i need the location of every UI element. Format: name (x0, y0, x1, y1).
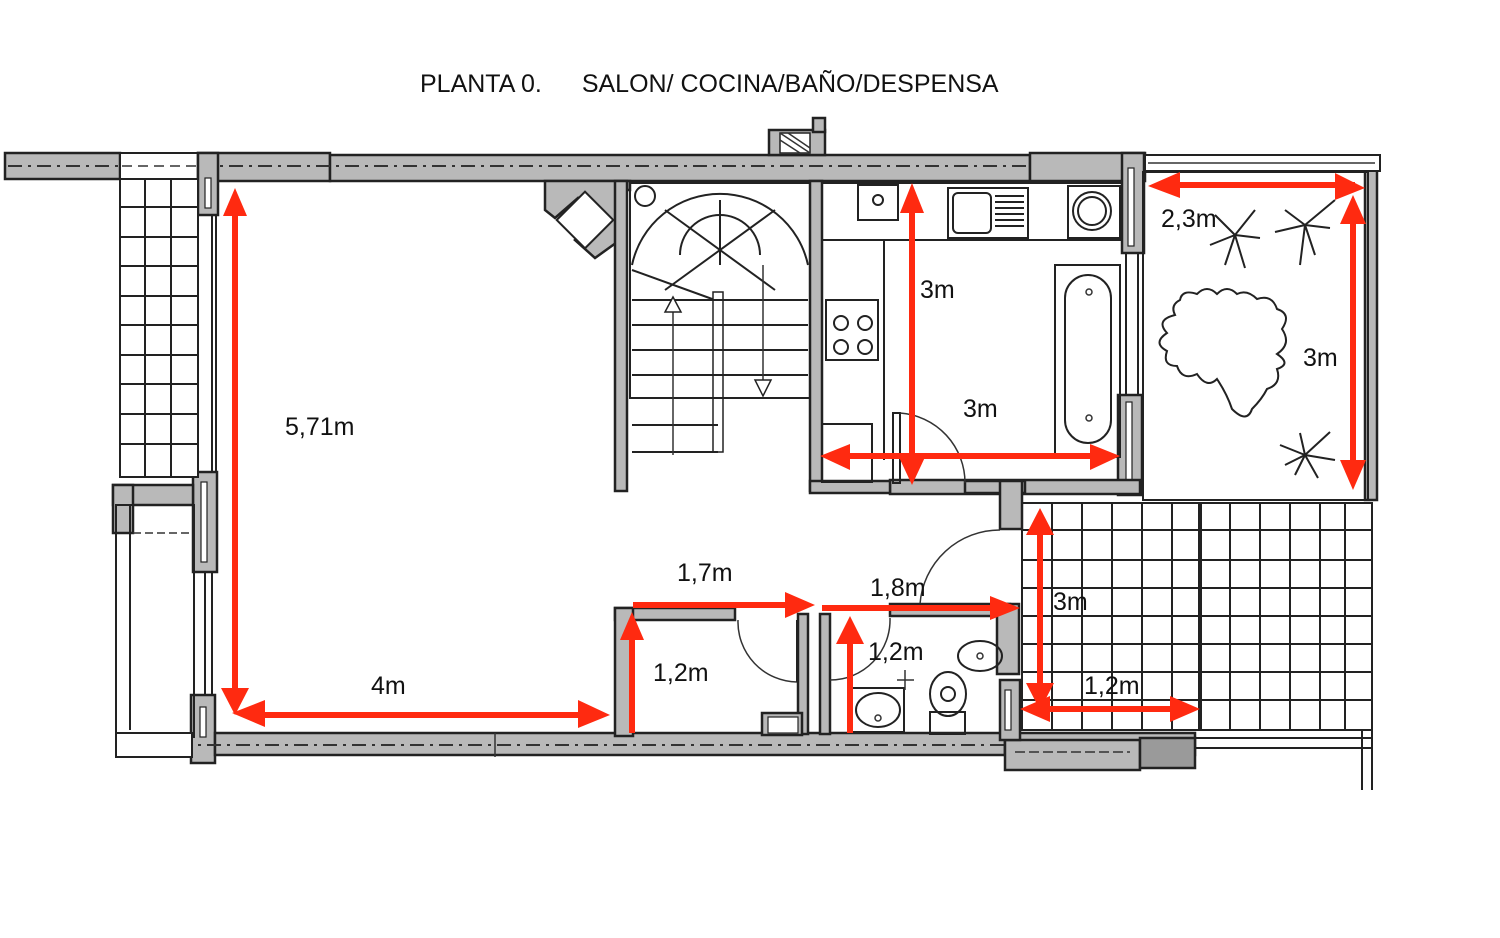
plan-level: PLANTA 0. (420, 70, 542, 98)
patio-width-label: 2,3m (1161, 205, 1217, 233)
despensa-width-label: 1,7m (677, 559, 733, 587)
left-terrace (111, 178, 199, 758)
despensa-height-label: 1,2m (653, 659, 709, 687)
plan-rooms: SALON/ COCINA/BAÑO/DESPENSA (581, 70, 999, 98)
bathtub-icon (1054, 264, 1121, 458)
plan-title: PLANTA 0. SALON/ COCINA/BAÑO/DESPENSA (420, 70, 999, 99)
stair-icon (629, 182, 811, 455)
exterior-walls (3, 116, 1381, 772)
kitchen-fixtures (821, 182, 1123, 484)
tree-icon (1158, 288, 1287, 418)
plant-icon (1209, 199, 1336, 479)
terraza-height-label: 3m (1053, 588, 1088, 616)
toilet-icon (929, 671, 967, 735)
cocina-height-label: 3m (920, 276, 955, 304)
terraza-width-label: 1,2m (1084, 672, 1140, 700)
right-terrace (1021, 502, 1373, 790)
washbasin-icon (851, 687, 905, 733)
door-swing-icon (918, 529, 1001, 605)
bidet-icon (957, 640, 1003, 672)
salon-width-label: 4m (371, 672, 406, 700)
salon-height-label: 5,71m (285, 413, 355, 441)
stove-icon (825, 299, 879, 361)
interior-walls (543, 179, 1027, 742)
door-swing-icon (737, 619, 798, 683)
dimension-arrows (221, 172, 1366, 733)
cocina-width-label: 3m (963, 395, 998, 423)
patio-height-label: 3m (1303, 344, 1338, 372)
bano-width-label: 1,8m (870, 574, 926, 602)
bano-height-label: 1,2m (868, 638, 924, 666)
door-swing-icon (892, 412, 966, 484)
washing-machine-icon (1067, 185, 1121, 239)
patio (1142, 171, 1369, 501)
sink-icon (947, 187, 1029, 239)
